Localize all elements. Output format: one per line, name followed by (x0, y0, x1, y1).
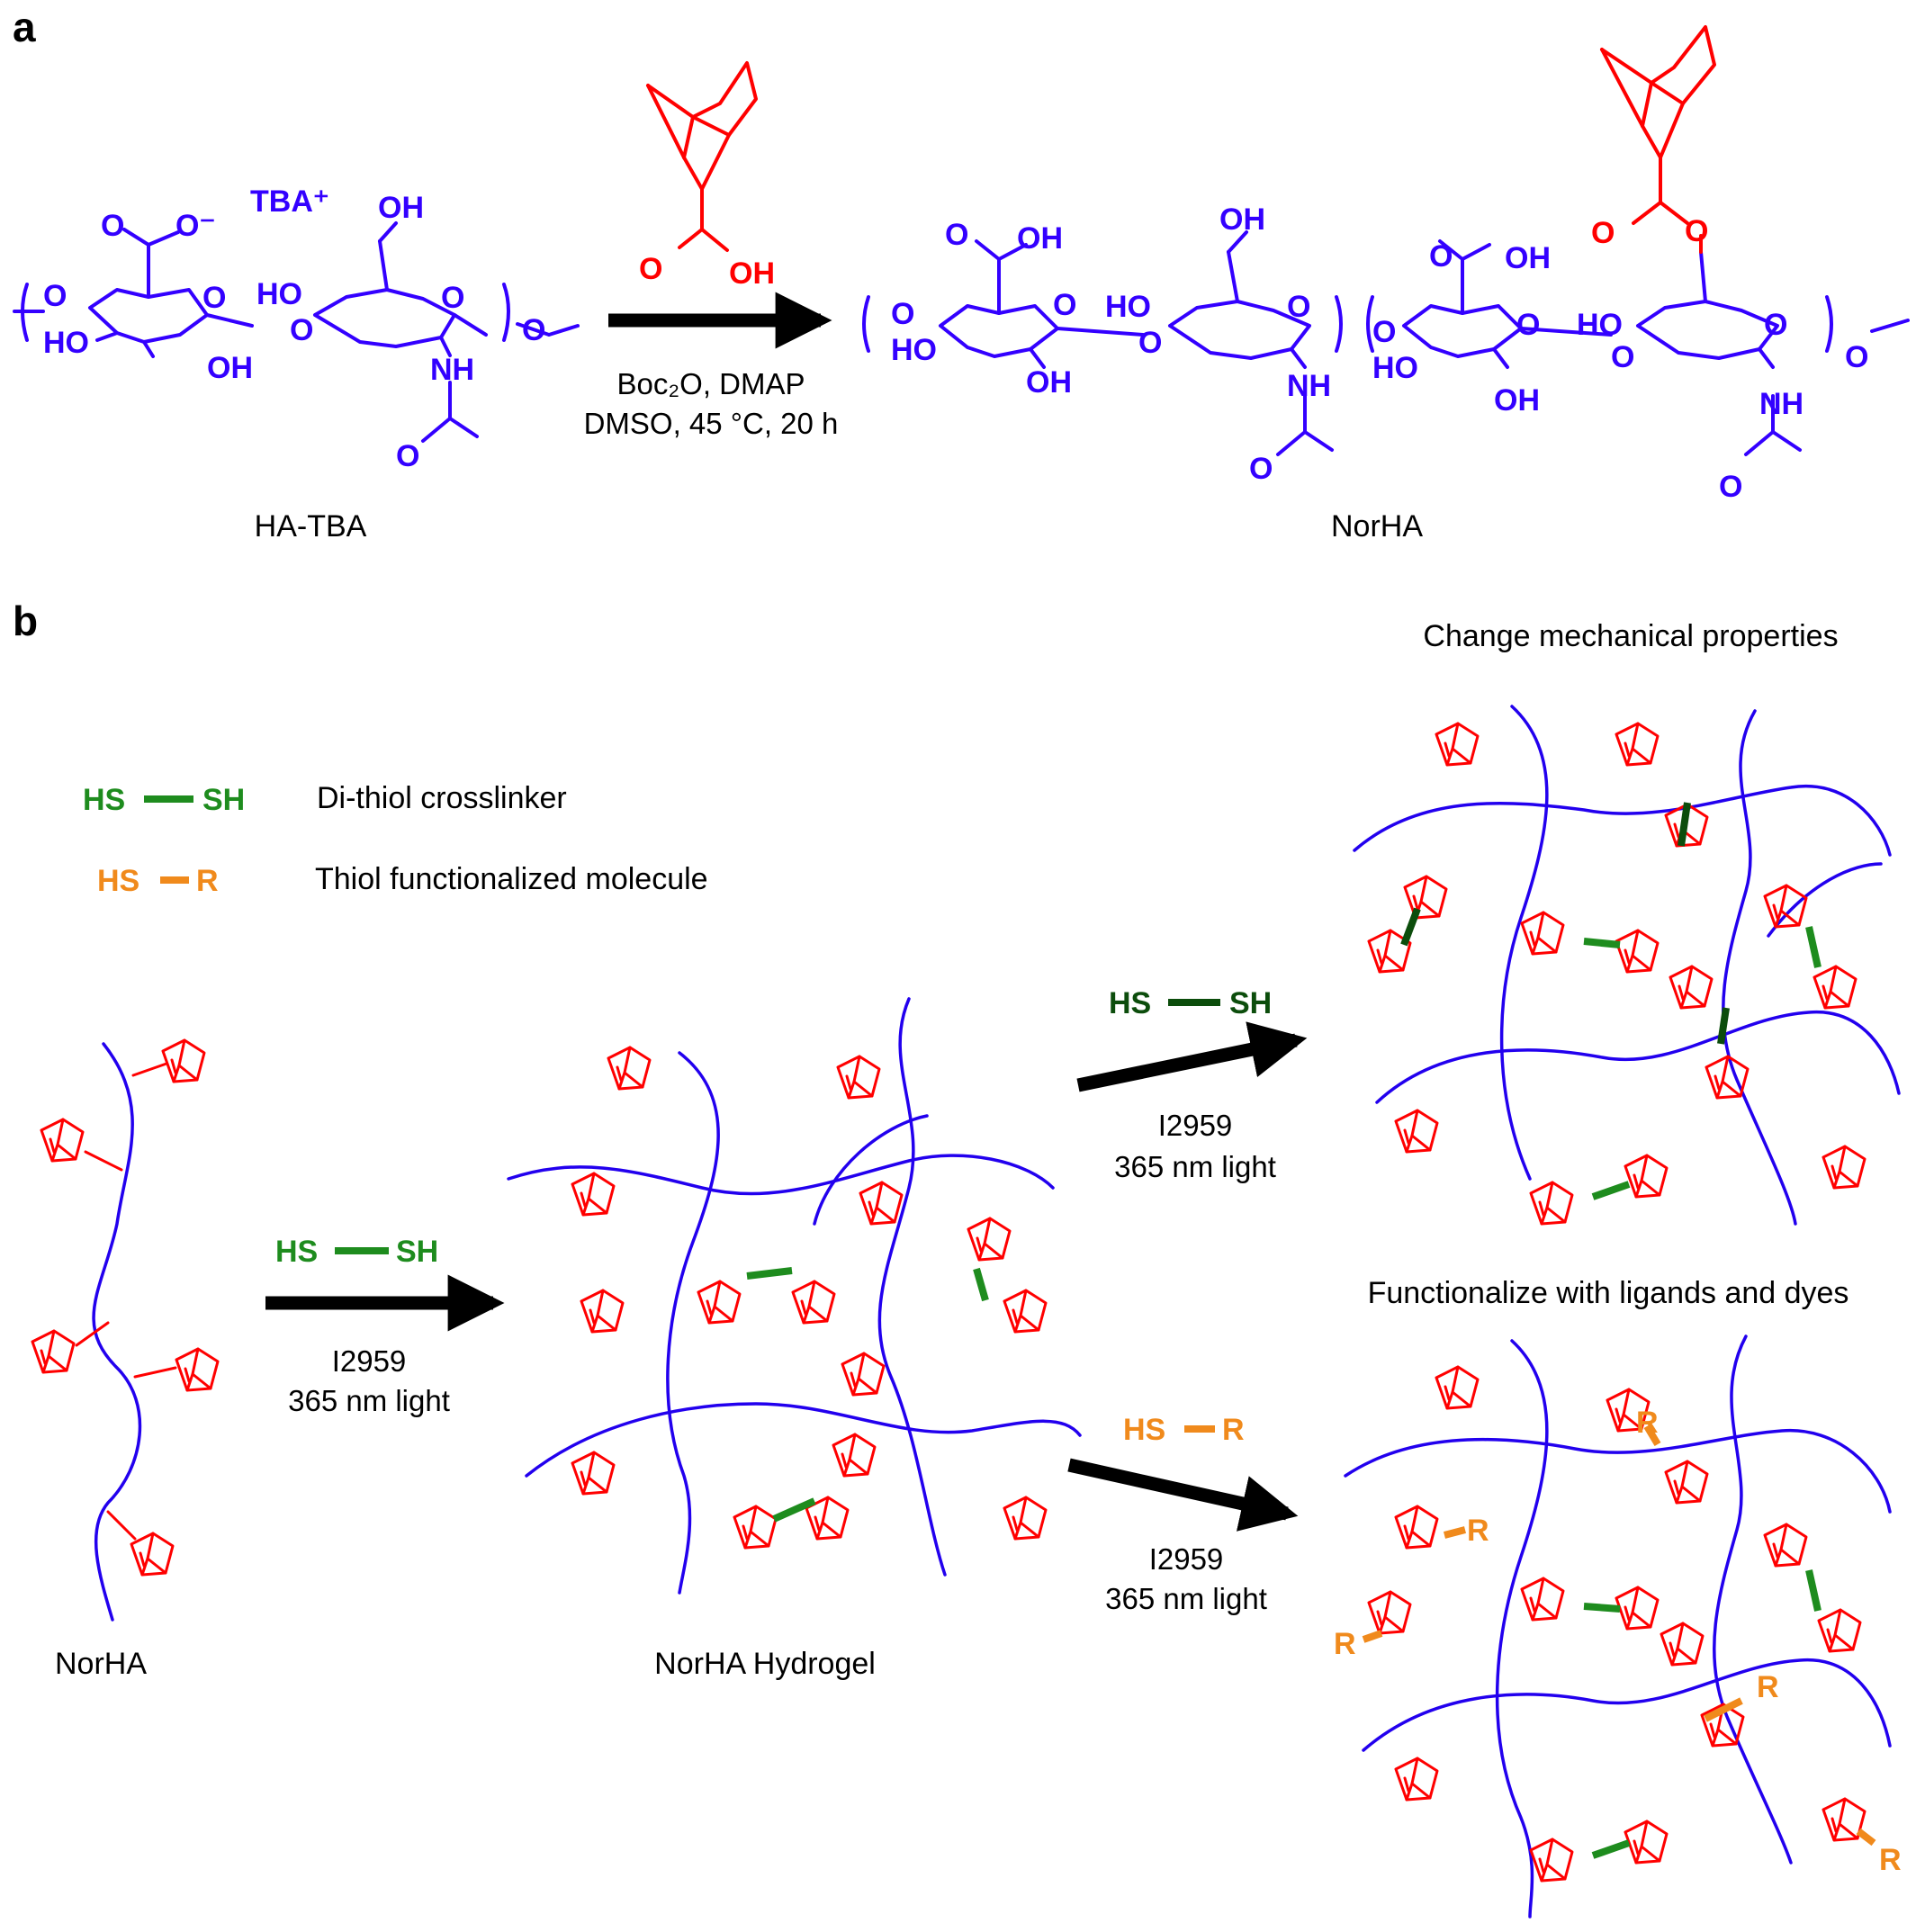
r-label-1: R (1467, 1514, 1489, 1548)
arrow1-line2: 365 nm light (288, 1384, 450, 1417)
panel-a-letter: a (13, 4, 36, 50)
arrow2 (1076, 1021, 1308, 1092)
ha-tba-structure (13, 221, 580, 443)
atom-o-carbonyl-1: O (101, 209, 124, 243)
arrow2-hs: HS (1109, 986, 1151, 1020)
norbornene-ester (1600, 25, 1716, 254)
legend-dithiol-sh: SH (202, 783, 245, 817)
functionalized-network (1344, 1334, 1892, 1919)
norbornene-acid-reagent (646, 61, 758, 252)
legend-thiol-desc: Thiol functionalized molecule (315, 862, 708, 896)
atom-o-red-ester-2: O (1685, 214, 1708, 248)
atom-o-acetyl-p1: O (1249, 452, 1273, 486)
atom-o-p-end2: O (1845, 340, 1868, 374)
norha-chain-label: NorHA (55, 1647, 147, 1681)
atom-oh-p3: OH (1505, 241, 1551, 275)
norha-hydrogel-network (507, 997, 1082, 1595)
r-label-2: R (1334, 1627, 1356, 1661)
arrow1-sh: SH (396, 1235, 438, 1269)
atom-o-p3: O (1429, 239, 1453, 274)
atom-oh-p2: OH (1219, 202, 1265, 237)
atom-ho-2: HO (43, 326, 89, 360)
atom-o-minus: O⁻ (175, 209, 215, 243)
legend-thiol-r: R (196, 864, 219, 898)
norha-structure (862, 230, 1910, 456)
atom-nh-1: NH (430, 353, 474, 387)
atom-o-ring-p4: O (1764, 308, 1787, 342)
legend: HS SH Di-thiol crosslinker HS R Thiol fu… (83, 781, 708, 898)
bottom-right-title: Functionalize with ligands and dyes (1368, 1276, 1849, 1310)
atom-o-1: O (43, 279, 67, 313)
atom-o-link-p2: O (1611, 340, 1634, 374)
atom-o-ring-p2: O (1287, 290, 1310, 324)
legend-dithiol-desc: Di-thiol crosslinker (317, 781, 567, 815)
arrow2-line2: 365 nm light (1114, 1150, 1276, 1183)
atom-o-ring-2: O (441, 281, 464, 315)
atom-oh-1: OH (378, 191, 424, 225)
arrow2-sh: SH (1229, 986, 1272, 1020)
atom-o-end-1: O (522, 313, 545, 347)
r-label-3: R (1636, 1406, 1659, 1440)
arrow3 (1067, 1458, 1299, 1532)
atom-ho-p2: HO (1105, 290, 1151, 324)
conditions-line1: Boc₂O, DMAP (616, 367, 805, 400)
crosslinked-network (1353, 705, 1901, 1226)
r-label-4: R (1757, 1670, 1779, 1704)
legend-thiol-hs: HS (97, 864, 139, 898)
atom-ho-p1: HO (891, 333, 937, 367)
top-right-title: Change mechanical properties (1423, 619, 1838, 653)
norha-single-chain (31, 1038, 220, 1622)
atom-o-acetyl-p2: O (1719, 470, 1742, 504)
panel-b-letter: b (13, 598, 38, 644)
atom-o-ring-p1: O (1053, 288, 1076, 322)
arrow2-line1: I2959 (1158, 1109, 1233, 1142)
r-label-5: R (1879, 1843, 1902, 1877)
conditions-line2: DMSO, 45 °C, 20 h (584, 407, 839, 440)
atom-oh-p5: OH (1494, 383, 1540, 418)
arrow3-r: R (1222, 1413, 1245, 1447)
arrow1-hs: HS (275, 1235, 318, 1269)
atom-o-red-ester-1: O (1591, 216, 1615, 250)
atom-oh-p4: OH (1026, 365, 1072, 400)
atom-o-ring-1: O (202, 281, 226, 315)
atom-oh-red-reagent: OH (729, 256, 775, 291)
atom-o-acetyl-1: O (396, 439, 419, 473)
atom-o-link-p1: O (1138, 326, 1162, 360)
atom-tba: TBA⁺ (250, 184, 329, 219)
atom-o-p1: O (945, 218, 968, 252)
atom-oh-2: OH (207, 351, 253, 385)
atom-o-p-end1: O (891, 297, 914, 331)
legend-dithiol-hs: HS (83, 783, 125, 817)
arrow3-hs: HS (1123, 1413, 1165, 1447)
arrow1-line1: I2959 (332, 1344, 407, 1378)
atom-o-link-1: O (290, 313, 313, 347)
atom-o-p-mid: O (1372, 315, 1396, 349)
atom-ho-1: HO (256, 277, 302, 311)
arrow3-line2: 365 nm light (1105, 1582, 1267, 1615)
ha-tba-label: HA-TBA (255, 509, 367, 544)
atom-nh-p2: NH (1759, 387, 1804, 421)
atom-ho-p4: HO (1577, 308, 1623, 342)
atom-ho-p3: HO (1372, 351, 1418, 385)
hydrogel-label: NorHA Hydrogel (654, 1647, 876, 1681)
atom-oh-p1: OH (1017, 221, 1063, 256)
atom-o-ring-p3: O (1516, 308, 1540, 342)
atom-o-red-reagent: O (639, 252, 662, 286)
atom-nh-p1: NH (1287, 369, 1331, 403)
norha-product-label: NorHA (1331, 509, 1423, 544)
arrow3-line1: I2959 (1149, 1542, 1224, 1576)
